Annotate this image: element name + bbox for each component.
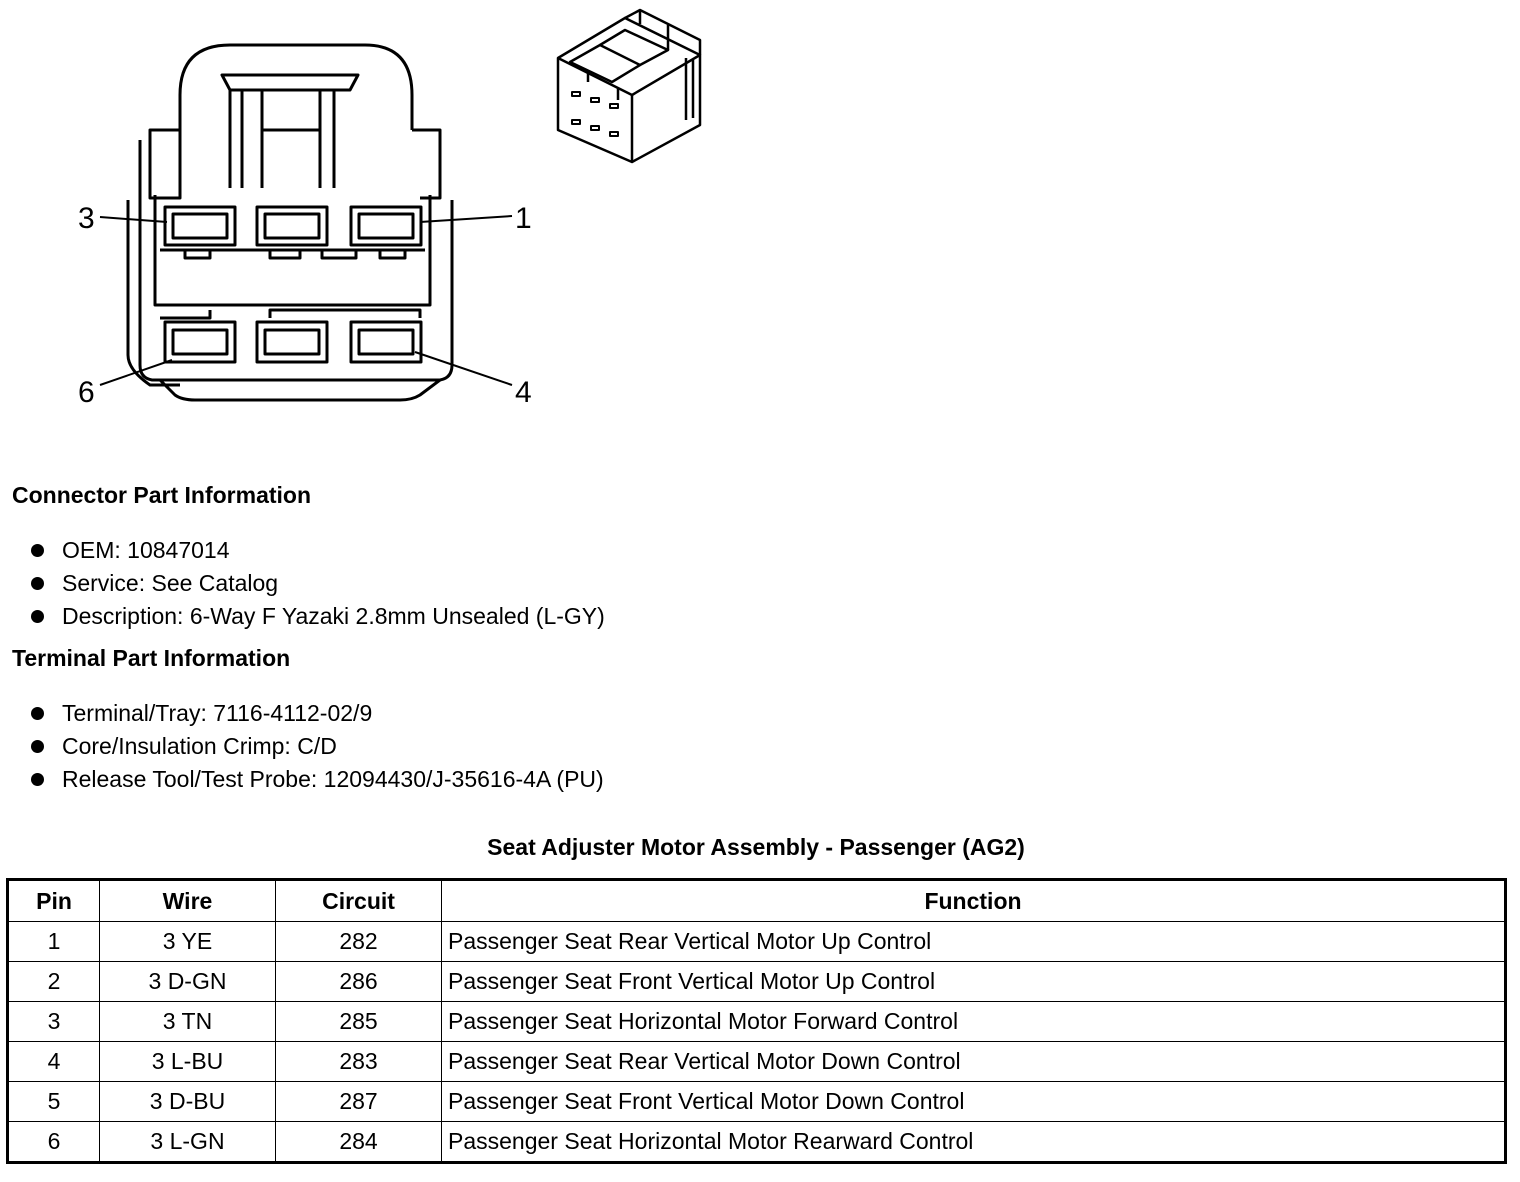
list-item: Service: See Catalog (30, 567, 605, 600)
header-circuit: Circuit (275, 879, 442, 922)
cell-wire: 3 TN (99, 1001, 276, 1042)
terminal-info-title: Terminal Part Information (12, 645, 291, 671)
connector-oem: OEM: 10847014 (62, 537, 230, 563)
terminal-info-list: Terminal/Tray: 7116-4112-02/9 Core/Insul… (30, 697, 604, 796)
cell-function: Passenger Seat Horizontal Motor Forward … (441, 1001, 1506, 1042)
bullet-icon (31, 740, 44, 753)
cell-circuit: 286 (275, 961, 442, 1002)
cell-pin: 3 (7, 1001, 100, 1042)
list-item: Terminal/Tray: 7116-4112-02/9 (30, 697, 604, 730)
list-item: Core/Insulation Crimp: C/D (30, 730, 604, 763)
pin-table: Pin Wire Circuit Function 1 3 YE 282 Pas… (6, 878, 1507, 1164)
cell-circuit: 283 (275, 1041, 442, 1082)
cell-function: Passenger Seat Front Vertical Motor Up C… (441, 961, 1506, 1002)
cell-function: Passenger Seat Rear Vertical Motor Up Co… (441, 921, 1506, 962)
cell-wire: 3 L-BU (99, 1041, 276, 1082)
cell-circuit: 285 (275, 1001, 442, 1042)
bullet-icon (31, 577, 44, 590)
header-function: Function (441, 879, 1506, 922)
table-row: 2 3 D-GN 286 Passenger Seat Front Vertic… (7, 961, 1506, 1002)
pin-label-3: 3 (78, 202, 95, 235)
cell-function: Passenger Seat Rear Vertical Motor Down … (441, 1041, 1506, 1082)
list-item: Release Tool/Test Probe: 12094430/J-3561… (30, 763, 604, 796)
connector-description: Description: 6-Way F Yazaki 2.8mm Unseal… (62, 603, 605, 629)
table-title: Seat Adjuster Motor Assembly - Passenger… (487, 834, 1025, 860)
cell-circuit: 287 (275, 1081, 442, 1122)
cell-pin: 1 (7, 921, 100, 962)
cell-pin: 6 (7, 1121, 100, 1163)
cell-pin: 2 (7, 961, 100, 1002)
cell-circuit: 284 (275, 1121, 442, 1163)
list-item: Description: 6-Way F Yazaki 2.8mm Unseal… (30, 600, 605, 633)
cell-wire: 3 YE (99, 921, 276, 962)
terminal-tray: Terminal/Tray: 7116-4112-02/9 (62, 700, 373, 726)
cell-wire: 3 L-GN (99, 1121, 276, 1163)
terminal-release-tool: Release Tool/Test Probe: 12094430/J-3561… (62, 766, 604, 792)
connector-info-list: OEM: 10847014 Service: See Catalog Descr… (30, 534, 605, 633)
cell-wire: 3 D-GN (99, 961, 276, 1002)
table-row: 6 3 L-GN 284 Passenger Seat Horizontal M… (7, 1121, 1506, 1163)
bullet-icon (31, 544, 44, 557)
pin-label-1: 1 (515, 202, 532, 235)
header-wire: Wire (99, 879, 276, 922)
pin-label-6: 6 (78, 376, 95, 409)
table-row: 4 3 L-BU 283 Passenger Seat Rear Vertica… (7, 1041, 1506, 1082)
table-row: 3 3 TN 285 Passenger Seat Horizontal Mot… (7, 1001, 1506, 1042)
list-item: OEM: 10847014 (30, 534, 605, 567)
connector-service: Service: See Catalog (62, 570, 279, 596)
bullet-icon (31, 773, 44, 786)
cell-wire: 3 D-BU (99, 1081, 276, 1122)
connector-info-title: Connector Part Information (12, 482, 312, 508)
bullet-icon (31, 707, 44, 720)
terminal-crimp: Core/Insulation Crimp: C/D (62, 733, 337, 759)
connector-diagram: 3 1 6 4 (78, 8, 702, 409)
bullet-icon (31, 610, 44, 623)
table-row: 1 3 YE 282 Passenger Seat Rear Vertical … (7, 921, 1506, 962)
cell-function: Passenger Seat Front Vertical Motor Down… (441, 1081, 1506, 1122)
table-row: 5 3 D-BU 287 Passenger Seat Front Vertic… (7, 1081, 1506, 1122)
table-header-row: Pin Wire Circuit Function (7, 879, 1506, 922)
pin-label-4: 4 (515, 376, 532, 409)
cell-pin: 5 (7, 1081, 100, 1122)
cell-circuit: 282 (275, 921, 442, 962)
cell-function: Passenger Seat Horizontal Motor Rearward… (441, 1121, 1506, 1163)
header-pin: Pin (7, 879, 100, 922)
connector-3d-view (556, 8, 702, 164)
cell-pin: 4 (7, 1041, 100, 1082)
